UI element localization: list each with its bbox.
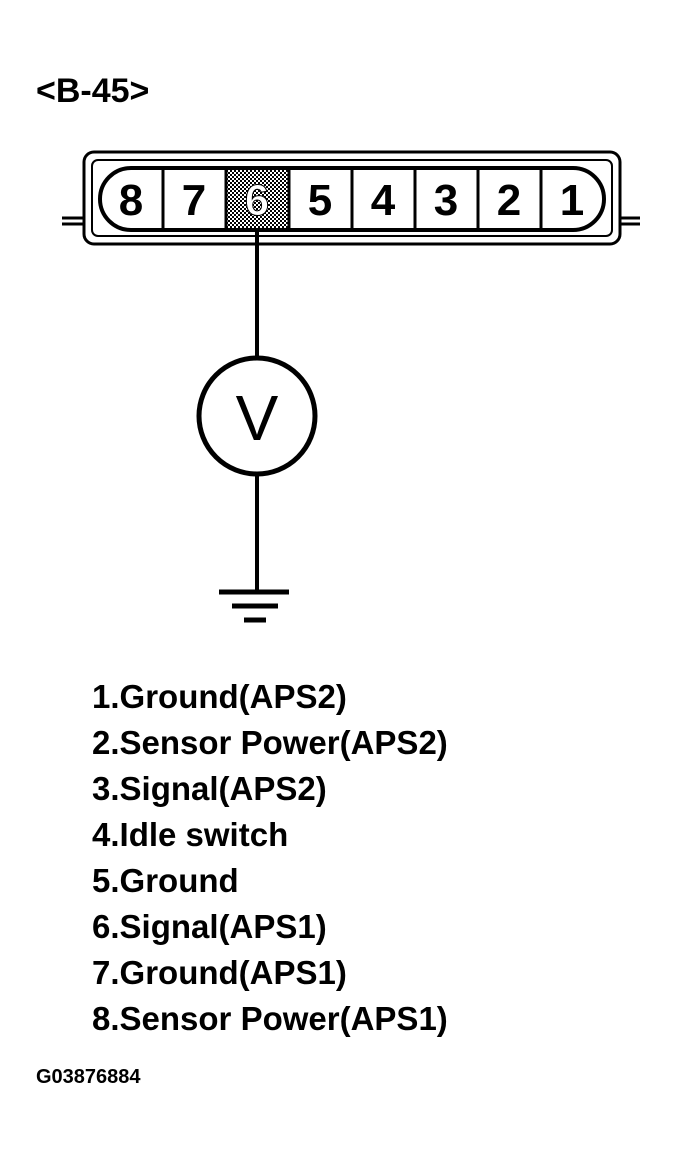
pin-legend: 1.Ground(APS2) 2.Sensor Power(APS2) 3.Si… bbox=[92, 674, 448, 1042]
voltmeter-symbol: V bbox=[236, 382, 279, 454]
legend-item: 8.Sensor Power(APS1) bbox=[92, 1000, 448, 1037]
pin-label: 3 bbox=[434, 176, 458, 225]
pin-label: 5 bbox=[308, 176, 332, 225]
legend-item: 3.Signal(APS2) bbox=[92, 770, 327, 807]
legend-item: 5.Ground bbox=[92, 862, 239, 899]
pin-6-highlight bbox=[226, 170, 289, 228]
ground-symbol-icon bbox=[219, 589, 289, 623]
legend-item: 6.Signal(APS1) bbox=[92, 908, 327, 945]
voltmeter-icon: V bbox=[196, 355, 318, 477]
legend-item: 4.Idle switch bbox=[92, 816, 289, 853]
connector-id-label: <B-45> bbox=[36, 72, 150, 110]
legend-item: 7.Ground(APS1) bbox=[92, 954, 347, 991]
pin-labels: 8 7 6 5 4 3 2 1 bbox=[119, 176, 584, 226]
pin-row bbox=[98, 166, 606, 232]
pin-label: 4 bbox=[371, 176, 396, 225]
pin-label: 2 bbox=[497, 176, 521, 225]
pin-label: 1 bbox=[560, 176, 584, 225]
pin-label-highlighted: 6 bbox=[245, 176, 269, 225]
pin-label: 7 bbox=[182, 176, 206, 225]
legend-item: 1.Ground(APS2) bbox=[92, 678, 347, 715]
connector-housing bbox=[62, 150, 640, 246]
pin-label: 8 bbox=[119, 176, 143, 225]
legend-item: 2.Sensor Power(APS2) bbox=[92, 724, 448, 761]
figure-code: G03876884 bbox=[36, 1066, 141, 1088]
